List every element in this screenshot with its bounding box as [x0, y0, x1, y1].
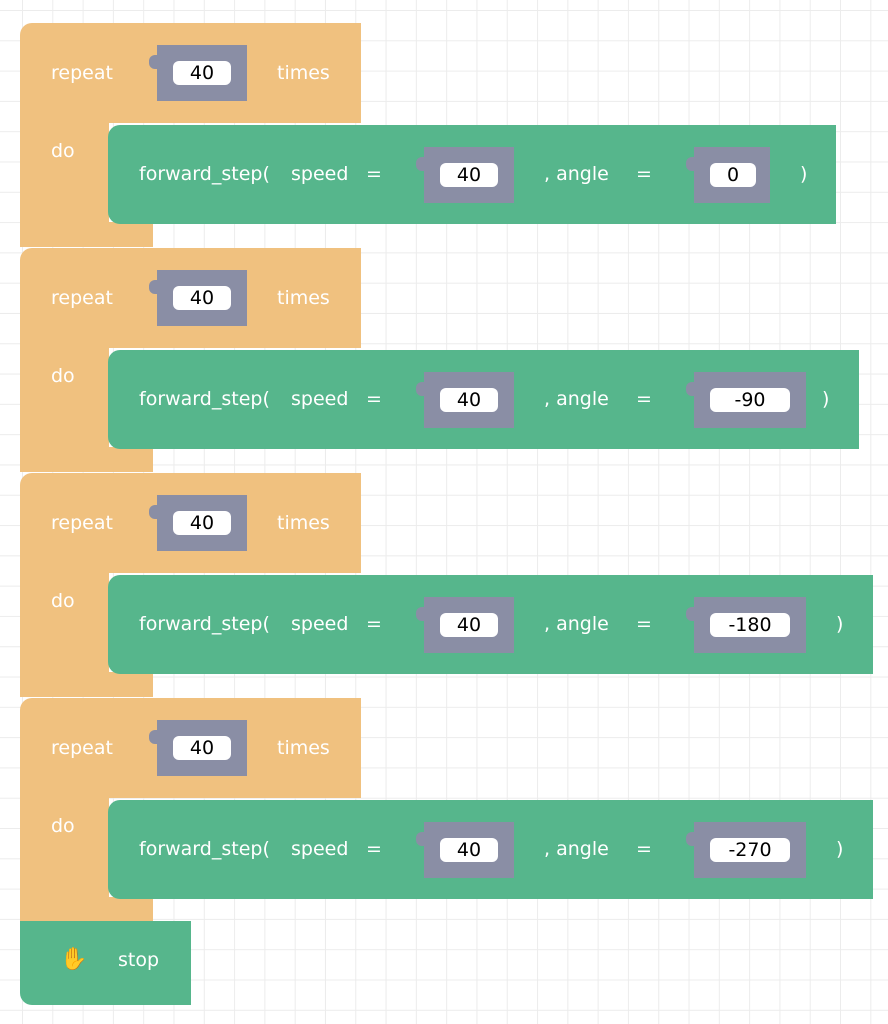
close-paren: ) — [822, 388, 830, 410]
equals-sign: = — [366, 838, 382, 860]
equals-sign: = — [366, 613, 382, 635]
angle-label: , angle — [544, 163, 609, 185]
repeat-count-slot: 40 — [149, 720, 247, 776]
angle-slot: -90 — [686, 372, 806, 428]
times-label: times — [277, 62, 330, 84]
repeat-count-slot: 40 — [149, 45, 247, 101]
repeat-label: repeat — [51, 512, 113, 534]
angle-input[interactable]: 0 — [710, 163, 756, 187]
repeat-count-slot: 40 — [149, 270, 247, 326]
times-label: times — [277, 737, 330, 759]
speed-label: speed — [291, 613, 349, 635]
function-name: forward_step( — [139, 838, 270, 860]
speed-label: speed — [291, 163, 349, 185]
angle-input[interactable]: -180 — [710, 613, 790, 637]
equals-sign: = — [636, 838, 652, 860]
speed-slot: 40 — [416, 147, 514, 203]
times-label: times — [277, 512, 330, 534]
angle-label: , angle — [544, 838, 609, 860]
equals-sign: = — [366, 388, 382, 410]
stop-block[interactable]: ✋ stop — [20, 921, 191, 1005]
angle-label: , angle — [544, 613, 609, 635]
close-paren: ) — [836, 613, 844, 635]
speed-input[interactable]: 40 — [440, 388, 498, 412]
angle-slot: 0 — [686, 147, 770, 203]
repeat-label: repeat — [51, 287, 113, 309]
speed-slot: 40 — [416, 372, 514, 428]
equals-sign: = — [636, 388, 652, 410]
angle-slot: -270 — [686, 822, 806, 878]
repeat-count-slot: 40 — [149, 495, 247, 551]
forward-step-block[interactable]: forward_step( speed = 40 , angle = 0 ) — [108, 125, 836, 224]
forward-step-block[interactable]: forward_step( speed = 40 , angle = -270 … — [108, 800, 873, 899]
speed-label: speed — [291, 838, 349, 860]
repeat-count-input[interactable]: 40 — [173, 286, 231, 310]
repeat-label: repeat — [51, 737, 113, 759]
equals-sign: = — [366, 163, 382, 185]
repeat-label: repeat — [51, 62, 113, 84]
close-paren: ) — [800, 163, 808, 185]
repeat-count-input[interactable]: 40 — [173, 511, 231, 535]
speed-input[interactable]: 40 — [440, 163, 498, 187]
times-label: times — [277, 287, 330, 309]
close-paren: ) — [836, 838, 844, 860]
do-label: do — [51, 140, 75, 162]
speed-input[interactable]: 40 — [440, 838, 498, 862]
do-label: do — [51, 365, 75, 387]
function-name: forward_step( — [139, 163, 270, 185]
angle-slot: -180 — [686, 597, 806, 653]
speed-slot: 40 — [416, 597, 514, 653]
function-name: forward_step( — [139, 388, 270, 410]
do-label: do — [51, 815, 75, 837]
do-label: do — [51, 590, 75, 612]
angle-label: , angle — [544, 388, 609, 410]
angle-input[interactable]: -270 — [710, 838, 790, 862]
equals-sign: = — [636, 163, 652, 185]
speed-input[interactable]: 40 — [440, 613, 498, 637]
hand-icon: ✋ — [60, 947, 88, 972]
forward-step-block[interactable]: forward_step( speed = 40 , angle = -180 … — [108, 575, 873, 674]
repeat-count-input[interactable]: 40 — [173, 736, 231, 760]
speed-label: speed — [291, 388, 349, 410]
angle-input[interactable]: -90 — [710, 388, 790, 412]
equals-sign: = — [636, 613, 652, 635]
forward-step-block[interactable]: forward_step( speed = 40 , angle = -90 ) — [108, 350, 859, 449]
stop-label: stop — [118, 949, 160, 971]
repeat-count-input[interactable]: 40 — [173, 61, 231, 85]
speed-slot: 40 — [416, 822, 514, 878]
function-name: forward_step( — [139, 613, 270, 635]
